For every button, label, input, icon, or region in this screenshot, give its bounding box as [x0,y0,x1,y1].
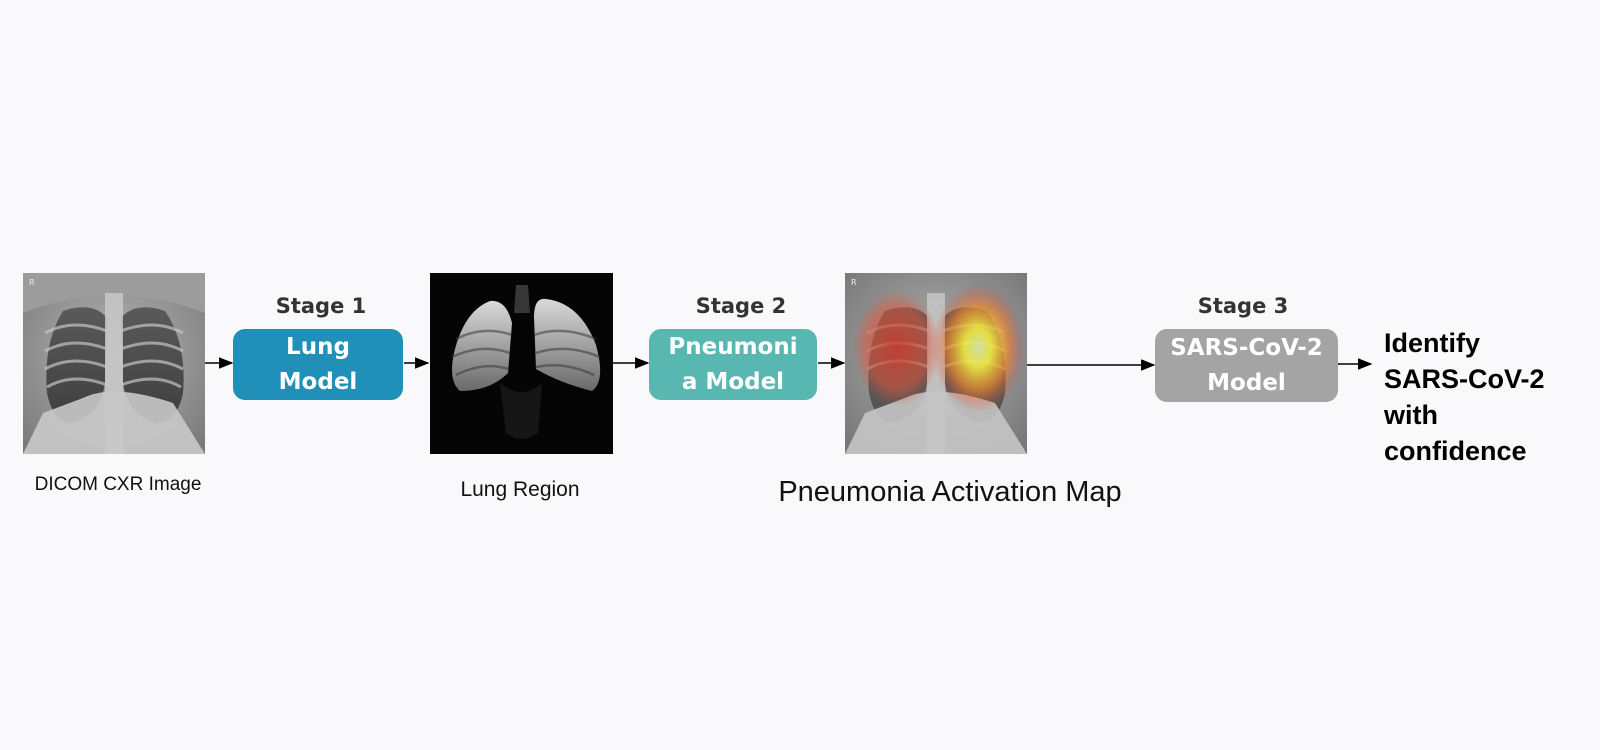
lung-region-image [430,273,613,454]
pneumonia-model-box: Pneumoni a Model [649,329,817,400]
cxr-input-caption: DICOM CXR Image [34,474,202,495]
sars-cov-2-model-box: SARS-CoV-2 Model [1155,329,1338,402]
stage-2-label: Stage 2 [695,294,787,318]
lung-model-line-2: Model [278,368,358,395]
sars-model-line-1: SARS-CoV-2 [1170,334,1323,361]
stage-1-label: Stage 1 [275,294,367,318]
stage-3-label: Stage 3 [1197,294,1289,318]
output-line-1: Identify [1384,328,1481,358]
pneumonia-model-line-1: Pneumoni [668,333,798,360]
activation-map-image: R [845,273,1027,454]
activation-map-caption: Pneumonia Activation Map [778,476,1122,508]
svg-text:R: R [29,278,35,287]
lung-model-line-1: Lung [286,333,350,360]
svg-text:R: R [851,278,857,287]
output-result-text: Identify SARS-CoV-2 with confidence [1384,325,1594,469]
lung-region-caption: Lung Region [460,478,580,501]
pneumonia-model-line-2: a Model [681,368,785,395]
sars-model-line-2: Model [1207,369,1286,396]
output-line-3: with [1384,400,1438,430]
output-line-4: confidence [1384,436,1527,466]
cxr-input-image: R [23,273,205,454]
lung-model-box: Lung Model [233,329,403,400]
output-line-2: SARS-CoV-2 [1384,364,1545,394]
